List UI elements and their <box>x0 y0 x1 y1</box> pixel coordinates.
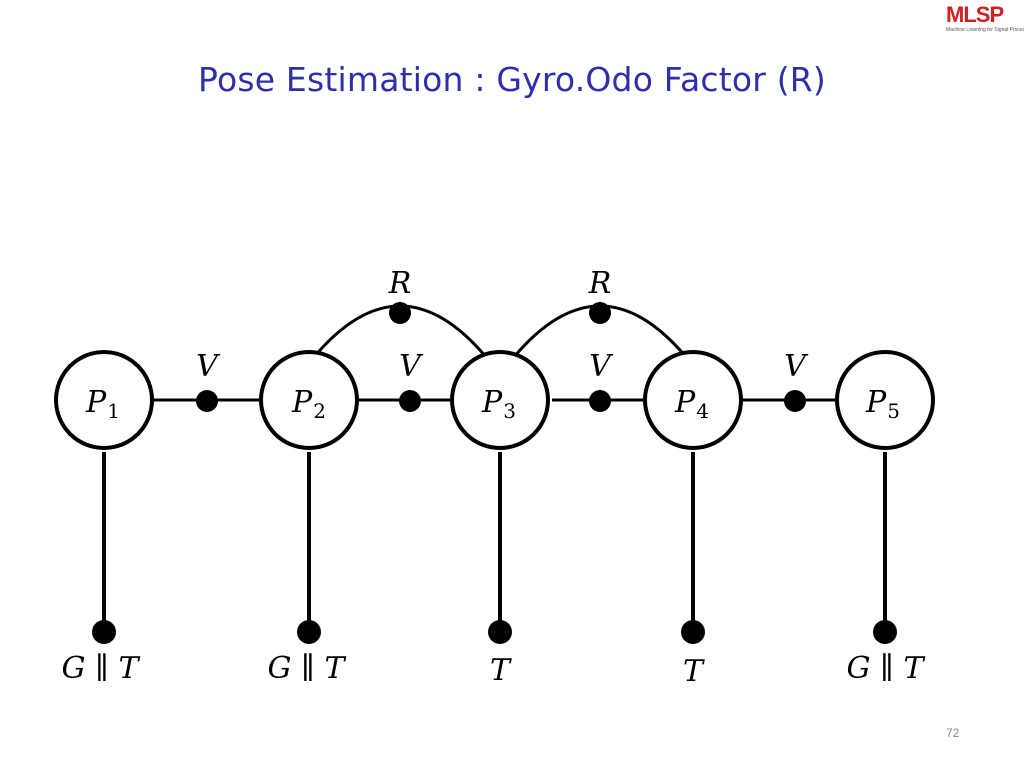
variable-label-p3: P3 <box>481 385 516 423</box>
logo-wordmark: MLSP <box>946 2 1004 27</box>
v-factor-label-2: V <box>399 349 424 384</box>
bottom-label-2: G ∥ T <box>268 651 347 686</box>
variable-node-p4 <box>643 350 743 450</box>
variable-label-p2: P2 <box>291 385 326 423</box>
bottom-factor-node-4 <box>681 620 705 644</box>
bottom-label-3: T <box>490 653 512 688</box>
v-factor-label-4: V <box>784 349 809 384</box>
r-factor-label-1: R <box>388 266 412 301</box>
variable-node-p3 <box>450 350 550 450</box>
slide-title: Pose Estimation : Gyro.Odo Factor (R) <box>198 60 826 99</box>
r-factor-node-1 <box>389 302 411 324</box>
r-factor-label-2: R <box>588 266 612 301</box>
bottom-factor-node-5 <box>873 620 897 644</box>
v-factor-node-3 <box>589 390 611 412</box>
v-factor-node-1 <box>196 390 218 412</box>
v-factor-node-2 <box>399 390 421 412</box>
mlsp-logo: MLSP Machine Learning for Signal Process… <box>946 2 1024 36</box>
bottom-label-5: G ∥ T <box>847 651 926 686</box>
r-factor-node-2 <box>589 302 611 324</box>
bottom-factor-node-1 <box>92 620 116 644</box>
variable-node-p5 <box>835 350 935 450</box>
slide-number: 72 <box>946 726 960 740</box>
bottom-factor-node-2 <box>297 620 321 644</box>
variable-node-p2 <box>259 350 359 450</box>
v-factor-label-1: V <box>196 349 221 384</box>
bottom-label-1: G ∥ T <box>62 651 141 686</box>
variable-node-p1 <box>54 350 154 450</box>
v-factor-node-4 <box>784 390 806 412</box>
variable-label-p4: P4 <box>674 385 709 423</box>
variable-label-p5: P5 <box>865 385 900 423</box>
v-factor-label-3: V <box>589 349 614 384</box>
bottom-factor-node-3 <box>488 620 512 644</box>
bottom-label-4: T <box>683 654 705 689</box>
logo-subtitle: Machine Learning for Signal Processing G… <box>946 27 1024 33</box>
variable-label-p1: P1 <box>85 385 120 423</box>
